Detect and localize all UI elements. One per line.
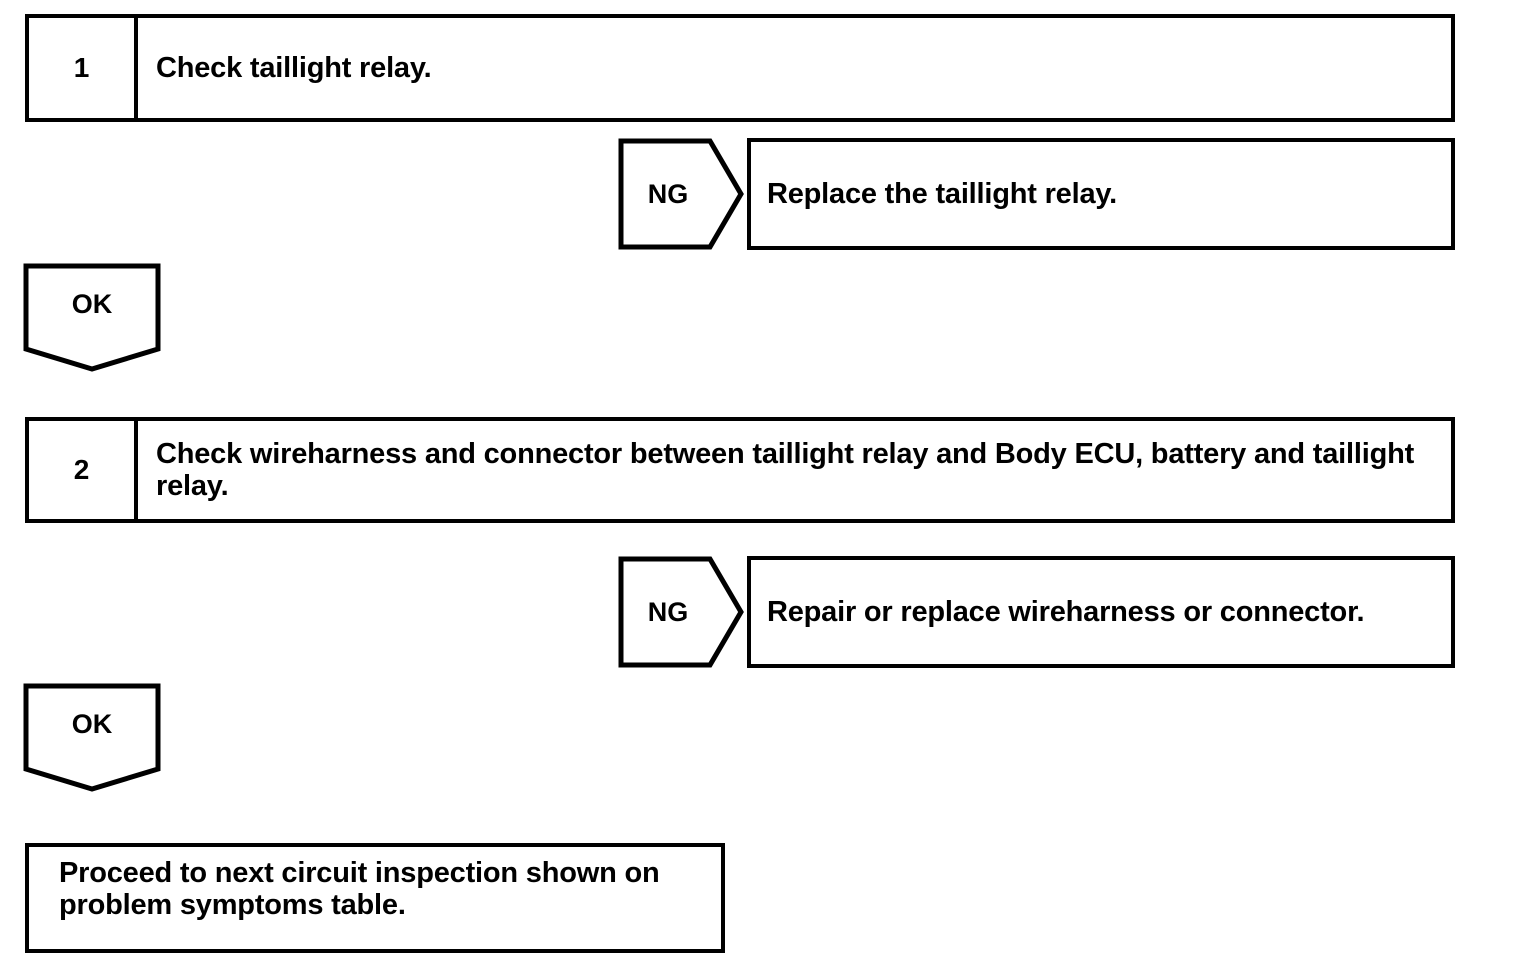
ok-arrow-1: OK [23, 263, 161, 373]
ng-arrow-1: NG [618, 138, 744, 250]
final-action-box: Proceed to next circuit inspection shown… [25, 843, 725, 953]
ng-result-1-box: Replace the taillight relay. [747, 138, 1455, 250]
ng-result-1-text: Replace the taillight relay. [767, 178, 1118, 210]
step-1-text: Check taillight relay. [156, 52, 432, 84]
step-2-box: 2 Check wireharness and connector betwee… [25, 417, 1455, 523]
step-2-number: 2 [29, 421, 138, 519]
step-1-box: 1 Check taillight relay. [25, 14, 1455, 122]
ng-result-2-box: Repair or replace wireharness or connect… [747, 556, 1455, 668]
step-2-text: Check wireharness and connector between … [156, 438, 1415, 502]
ok-arrow-2: OK [23, 683, 161, 793]
final-action-text: Proceed to next circuit inspection shown… [59, 857, 660, 921]
ng-arrow-2: NG [618, 556, 744, 668]
ng-result-2-text: Repair or replace wireharness or connect… [767, 596, 1365, 628]
step-1-number: 1 [29, 18, 138, 118]
